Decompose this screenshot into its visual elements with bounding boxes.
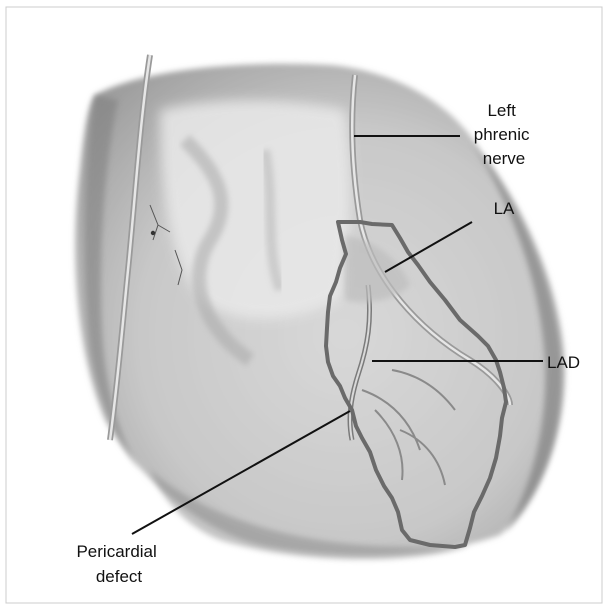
label-pericardial-defect-line1: Pericardial — [76, 542, 156, 561]
label-pericardial-defect-line2: defect — [96, 567, 143, 586]
label-left-phrenic-nerve-line2: phrenic — [474, 125, 530, 144]
label-left-phrenic-nerve-line1: Left — [487, 101, 516, 120]
label-lad: LAD — [547, 353, 580, 372]
label-la: LA — [494, 199, 515, 218]
label-left-phrenic-nerve-line3: nerve — [483, 149, 526, 168]
